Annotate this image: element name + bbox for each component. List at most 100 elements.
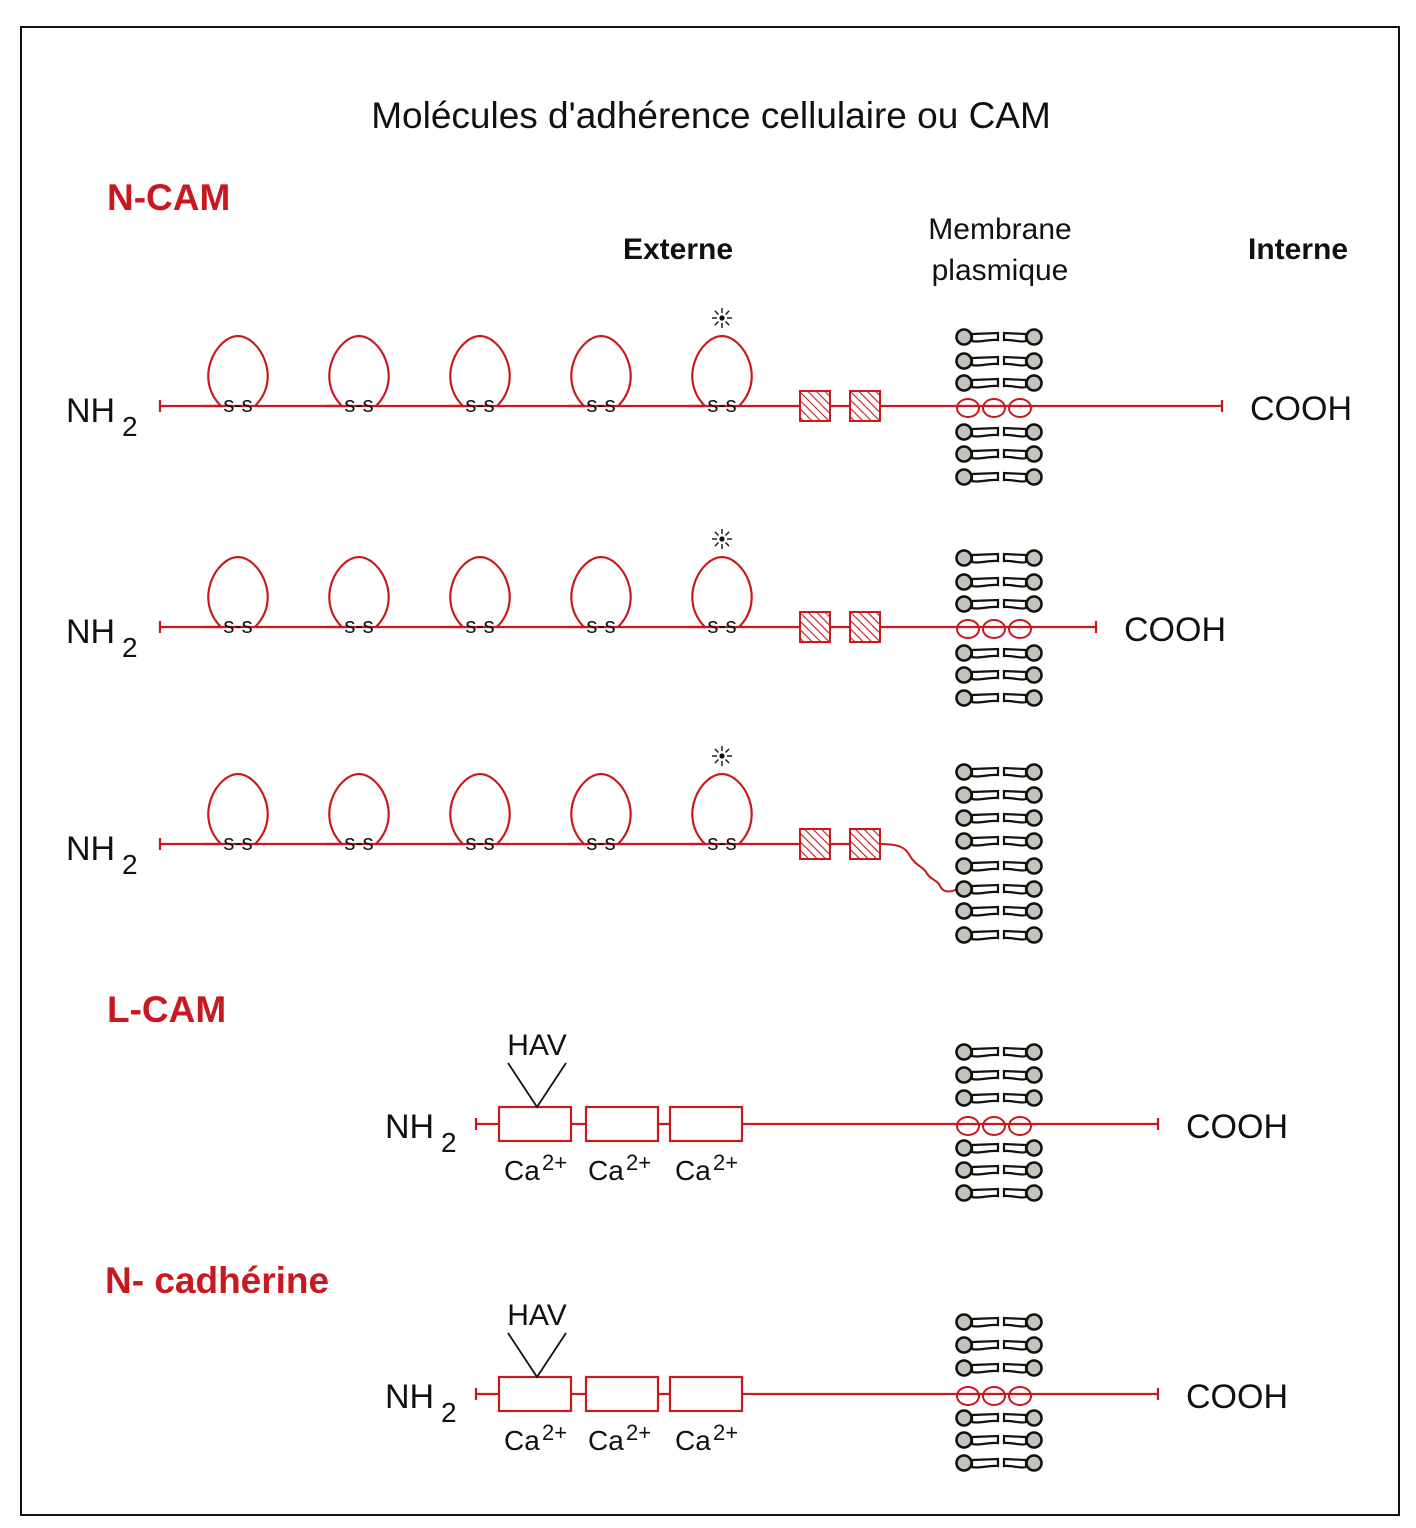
lipid-head bbox=[955, 857, 973, 875]
lipid-tail bbox=[1002, 905, 1028, 917]
lipid-pair bbox=[955, 1313, 1043, 1331]
ig-domain-loop bbox=[568, 334, 632, 408]
lipid-head bbox=[1025, 644, 1043, 662]
lipid-tail bbox=[970, 576, 1000, 588]
ig-domain-loop bbox=[326, 334, 390, 408]
helix-turn bbox=[956, 1386, 980, 1406]
lipid-head bbox=[1025, 1313, 1043, 1331]
lipid-tail bbox=[970, 426, 1000, 438]
calcium-text: Ca bbox=[675, 1425, 711, 1456]
disulfide-bond-label: s-s bbox=[707, 613, 736, 638]
cooh-label: COOH bbox=[1186, 1108, 1288, 1146]
cooh-label: COOH bbox=[1124, 611, 1226, 649]
lipid-pair bbox=[955, 1409, 1043, 1427]
lipid-head bbox=[1025, 1043, 1043, 1061]
lipid-pair bbox=[955, 832, 1043, 850]
lipid-head bbox=[955, 1359, 973, 1377]
section-label-ncam: N-CAM bbox=[107, 177, 230, 218]
gpi-anchor bbox=[879, 843, 961, 893]
lipid-head bbox=[955, 1161, 973, 1179]
lipid-tail bbox=[1002, 812, 1028, 824]
lipid-head bbox=[955, 423, 973, 441]
lipid-head bbox=[1025, 689, 1043, 707]
lipid-tail bbox=[1002, 1092, 1028, 1104]
lipid-pair bbox=[955, 1454, 1043, 1472]
transmembrane-helix bbox=[956, 1116, 1032, 1136]
lipid-tail bbox=[970, 1046, 1000, 1058]
lipid-head bbox=[1025, 374, 1043, 392]
star-center bbox=[719, 315, 725, 321]
lipid-head bbox=[1025, 595, 1043, 613]
lipid-head bbox=[1025, 902, 1043, 920]
calcium-text: Ca bbox=[504, 1155, 540, 1186]
lipid-pair bbox=[955, 328, 1043, 346]
lipid-pair bbox=[955, 857, 1043, 875]
lipid-pair bbox=[955, 374, 1043, 392]
star-center bbox=[719, 536, 725, 542]
lipid-tail bbox=[970, 355, 1000, 367]
lipid-pair bbox=[955, 786, 1043, 804]
ig-domain-loop bbox=[205, 334, 269, 408]
lipid-pair bbox=[955, 468, 1043, 486]
lipid-head bbox=[955, 644, 973, 662]
ig-domain-loop bbox=[689, 772, 753, 846]
fibronectin-domain-box bbox=[849, 828, 881, 860]
star-ray bbox=[725, 748, 730, 753]
lipid-pair bbox=[955, 1336, 1043, 1354]
lipid-tail bbox=[970, 929, 1000, 941]
lipid-tail bbox=[1002, 331, 1028, 343]
lipid-tail bbox=[1002, 1434, 1028, 1446]
lipid-tail bbox=[1002, 377, 1028, 389]
lipid-pair bbox=[955, 573, 1043, 591]
membrane-label-line2: plasmique bbox=[932, 254, 1069, 287]
lipid-pair bbox=[955, 423, 1043, 441]
lipid-pair bbox=[955, 809, 1043, 827]
lipid-pair bbox=[955, 689, 1043, 707]
lipid-tail bbox=[970, 1069, 1000, 1081]
disulfide-bond-label: s-s bbox=[223, 613, 252, 638]
star-ray bbox=[714, 759, 719, 764]
lipid-tail bbox=[1002, 1069, 1028, 1081]
lipid-tail bbox=[970, 1164, 1000, 1176]
helix-turn bbox=[982, 619, 1006, 639]
ig-domain-loop bbox=[447, 555, 511, 629]
helix-turn bbox=[1008, 398, 1032, 418]
ig-domain-loop bbox=[447, 334, 511, 408]
lipid-pair bbox=[955, 1431, 1043, 1449]
lipid-head bbox=[955, 902, 973, 920]
lipid-head bbox=[955, 1043, 973, 1061]
lipid-tail bbox=[970, 1316, 1000, 1328]
lipid-head bbox=[955, 880, 973, 898]
lipid-head bbox=[1025, 1359, 1043, 1377]
lipid-pair bbox=[955, 1043, 1043, 1061]
calcium-superscript: 2+ bbox=[713, 1150, 738, 1175]
fibronectin-domain-box bbox=[849, 611, 881, 643]
lipid-tail bbox=[1002, 552, 1028, 564]
star-ray bbox=[714, 542, 719, 547]
lipid-tail bbox=[970, 860, 1000, 872]
lipid-bilayer bbox=[955, 328, 1043, 486]
star-ray bbox=[725, 759, 730, 764]
lipid-tail bbox=[1002, 860, 1028, 872]
lipid-head bbox=[955, 666, 973, 684]
glycosylation-star-icon bbox=[712, 529, 732, 549]
glycosylation-star-icon bbox=[712, 308, 732, 328]
lipid-tail bbox=[1002, 647, 1028, 659]
lipid-tail bbox=[1002, 355, 1028, 367]
calcium-text: Ca bbox=[675, 1155, 711, 1186]
disulfide-bond-label: s-s bbox=[586, 392, 615, 417]
ig-domain-loop bbox=[689, 555, 753, 629]
nh2-subscript: 2 bbox=[441, 1397, 457, 1428]
nh2-subscript: 2 bbox=[122, 411, 138, 442]
lipid-tail bbox=[970, 1092, 1000, 1104]
lipid-tail bbox=[1002, 471, 1028, 483]
lipid-tail bbox=[1002, 1187, 1028, 1199]
disulfide-bond-label: s-s bbox=[223, 392, 252, 417]
lipid-pair bbox=[955, 549, 1043, 567]
helix-turn bbox=[956, 398, 980, 418]
